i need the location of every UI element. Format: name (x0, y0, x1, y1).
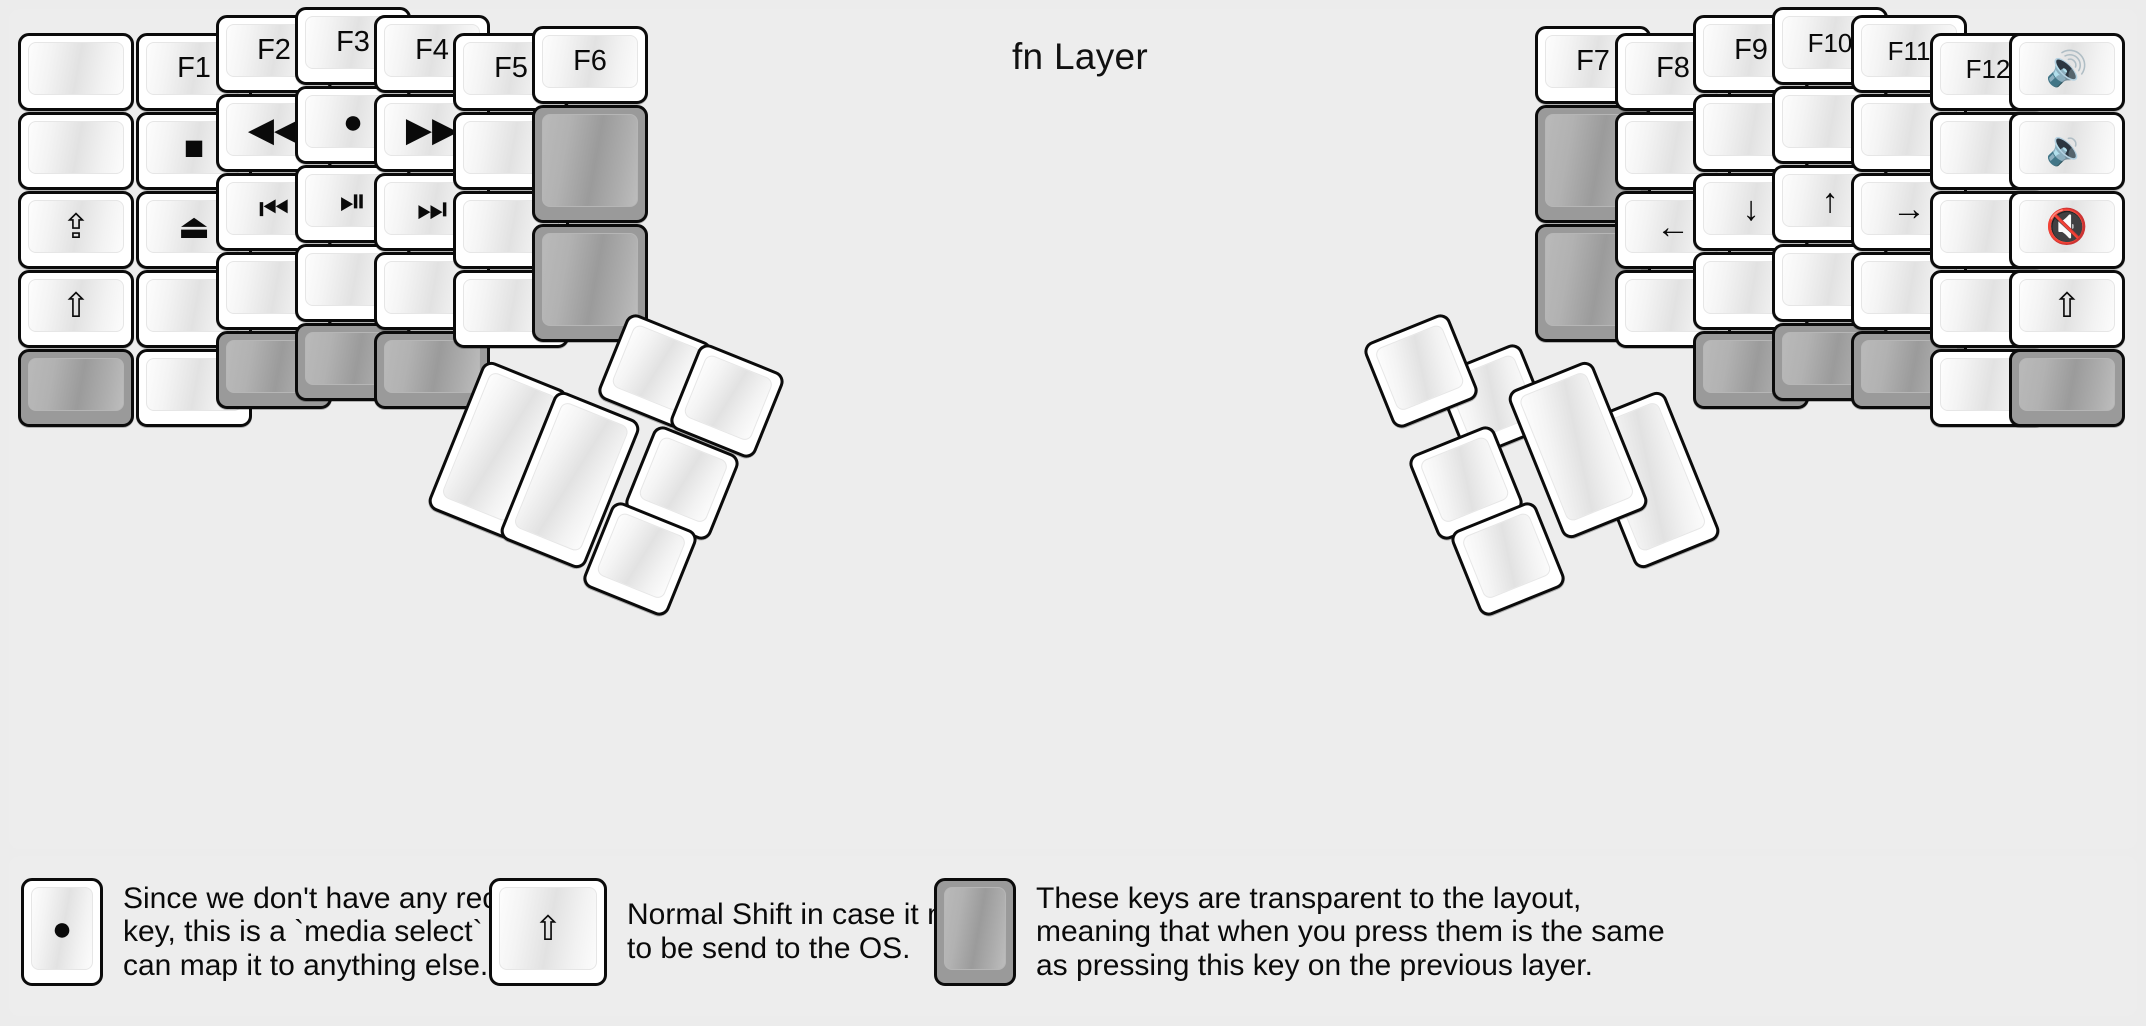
key-label: ⇧ (61, 286, 91, 325)
blank-key[interactable] (18, 112, 134, 190)
keycap-surface (944, 887, 1006, 970)
keycap-surface (2019, 358, 2115, 411)
key-label: ◀◀ (247, 110, 301, 149)
key-label: 🔇 (2045, 207, 2089, 246)
key-label: ⇪ (61, 207, 91, 246)
media-record-icon: ● (21, 878, 103, 986)
keycap-surface (28, 42, 124, 95)
legend-panel: ● Since we don't have any recording key, … (9, 856, 2137, 1016)
volume-up-icon[interactable]: 🔊 (2009, 33, 2125, 111)
key-label: ↓ (1742, 189, 1760, 228)
keycap-surface (542, 114, 638, 207)
keycap-surface: ● (31, 887, 93, 970)
keycap-surface (1460, 511, 1553, 601)
keycap-surface (1373, 323, 1466, 413)
legend-item-2: These keys are transparent to the layout… (934, 878, 1665, 986)
key-label: F8 (1656, 52, 1690, 84)
transparent-key[interactable] (532, 224, 648, 342)
key-label: ● (342, 102, 364, 141)
blank-key[interactable] (1930, 270, 2046, 348)
f10-key[interactable]: F10 (1772, 7, 1888, 85)
key-label: ↑ (1821, 181, 1839, 220)
keycap-surface (384, 340, 480, 393)
transparent-key (934, 878, 1016, 986)
keycap-surface (595, 511, 688, 601)
key-label: F7 (1576, 45, 1610, 77)
legend-item-0: ● Since we don't have any recording key, … (21, 878, 589, 986)
keycap-surface: 🔊 (2019, 42, 2115, 95)
shift-icon[interactable]: ⇧ (18, 270, 134, 348)
caps-lock-icon[interactable]: ⇪ (18, 191, 134, 269)
key-label: F4 (415, 34, 449, 66)
legend-description: These keys are transparent to the layout… (1036, 881, 1665, 982)
key-label: F1 (177, 52, 211, 84)
keycap-surface: F6 (542, 35, 638, 88)
volume-mute-icon[interactable]: 🔇 (2009, 191, 2125, 269)
key-label: F5 (494, 52, 528, 84)
keycap-surface (28, 358, 124, 411)
legend-description: Since we don't have any recording key, t… (123, 881, 589, 982)
f11-key[interactable]: F11 (1851, 15, 1967, 93)
key-label: F3 (336, 26, 370, 58)
keycap-surface: ⇧ (2019, 279, 2115, 332)
key-label: ▶▶ (405, 110, 459, 149)
key-label: F2 (257, 34, 291, 66)
key-label: F11 (1887, 35, 1931, 66)
key-label: F10 (1807, 27, 1853, 58)
shift-icon: ⇧ (489, 878, 607, 986)
key-label: → (1892, 189, 1926, 228)
keycap-surface: 🔇 (2019, 200, 2115, 253)
key-label: ⏭ (416, 189, 448, 228)
keycap-surface (28, 121, 124, 174)
keycap-surface: 🔉 (2019, 121, 2115, 174)
key-label: ⏯ (339, 181, 367, 220)
legend-item-1: ⇧Normal Shift in case it needs to be sen… (489, 878, 1009, 986)
transparent-key[interactable] (532, 105, 648, 223)
f6-key[interactable]: F6 (532, 26, 648, 104)
key-label: ⏏ (177, 207, 211, 246)
key-label: ⇧ (2052, 286, 2082, 325)
page-title: fn Layer (1011, 36, 1149, 77)
transparent-key[interactable] (18, 349, 134, 427)
key-label: ■ (183, 128, 205, 167)
shift-icon[interactable]: ⇧ (2009, 270, 2125, 348)
keycap-surface: ⇧ (499, 887, 597, 970)
blank-key[interactable] (18, 33, 134, 111)
volume-down-icon[interactable]: 🔉 (2009, 112, 2125, 190)
key-label: 🔊 (2045, 49, 2089, 88)
key-label: F6 (573, 45, 607, 77)
key-label: ← (1656, 207, 1690, 246)
keycap-surface: ⇧ (28, 279, 124, 332)
key-label: 🔉 (2045, 128, 2089, 167)
transparent-key[interactable] (2009, 349, 2125, 427)
key-label: F9 (1734, 34, 1768, 66)
keycap-surface: ⇪ (28, 200, 124, 253)
keycap-surface (682, 353, 775, 443)
keycap-surface (542, 233, 638, 326)
keycap-surface (637, 435, 730, 525)
legend-key-glyph: ● (51, 909, 73, 948)
key-label: ⏮ (258, 189, 290, 228)
key-label: F12 (1965, 53, 2011, 84)
keycap-surface (1418, 435, 1511, 525)
legend-key-glyph: ⇧ (533, 909, 563, 948)
